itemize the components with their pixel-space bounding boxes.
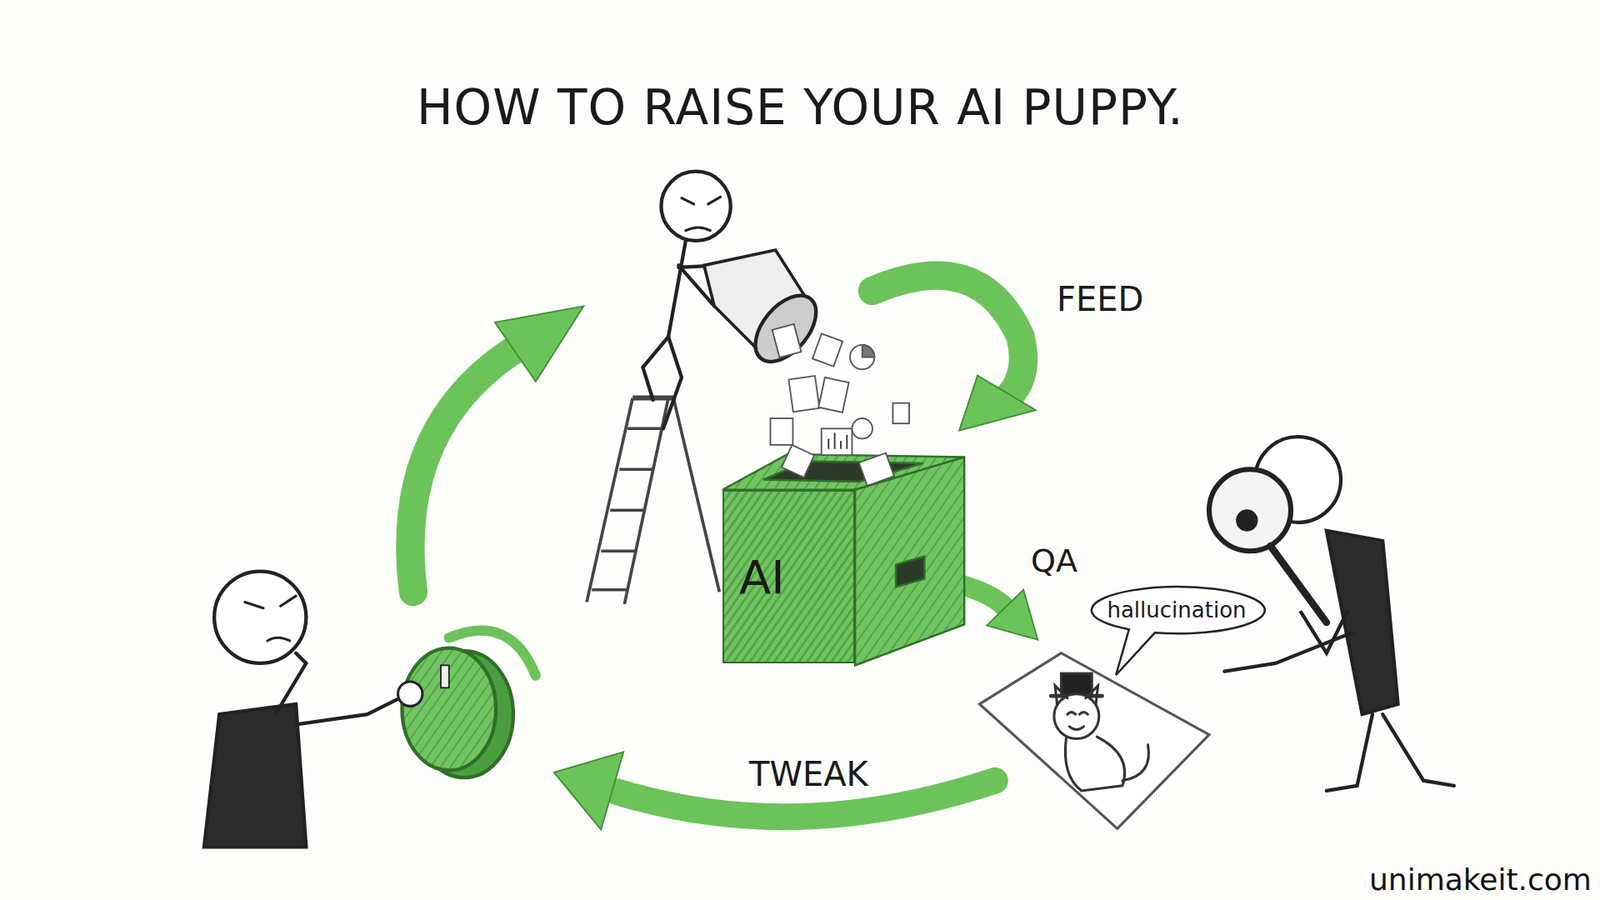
ai-box: AI — [722, 490, 855, 664]
hallucinated-cat-drawing — [980, 653, 1210, 830]
step-label: QA — [1030, 542, 1078, 580]
speech-bubble: hallucination — [1088, 585, 1265, 635]
diagram-title: HOW TO RAISE YOUR AI PUPPY. — [416, 79, 1185, 136]
ladder — [586, 398, 720, 605]
tweaker-figure — [204, 571, 514, 848]
cycle-arrows — [410, 275, 1038, 830]
step-label: FEED — [1056, 280, 1144, 319]
bubble-shape — [1091, 586, 1265, 675]
node-text: AI — [739, 550, 854, 605]
node-text: hallucination — [1106, 597, 1246, 623]
step-label: TWEAK — [749, 755, 869, 794]
watermark: unimakeit.com — [1369, 862, 1592, 897]
falling-data — [770, 324, 910, 486]
feeder-figure — [642, 171, 828, 430]
ai-cube — [722, 454, 965, 665]
